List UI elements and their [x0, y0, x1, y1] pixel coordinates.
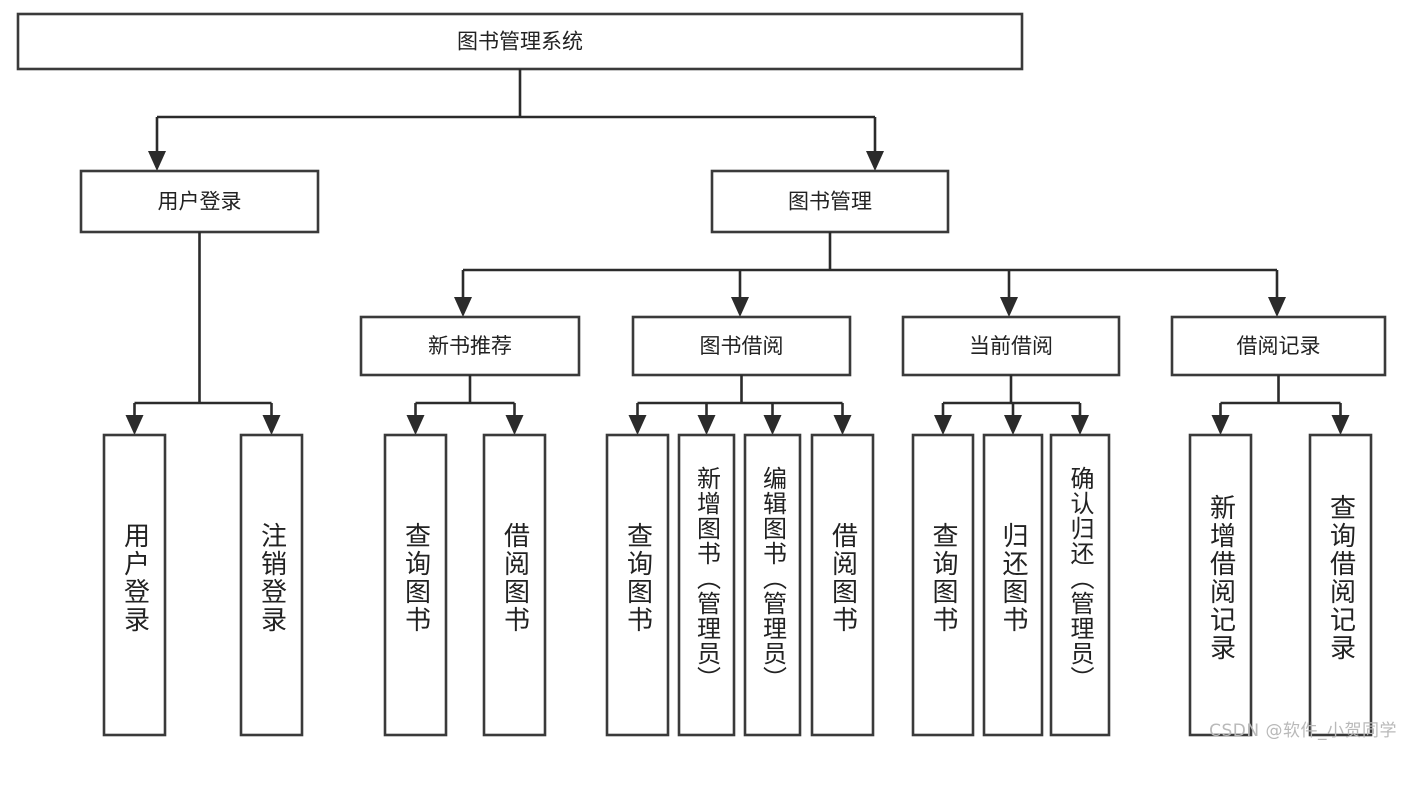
node-leaf-query-book-2-rect	[605, 433, 670, 737]
node-user-login[interactable]: 用户登录	[79, 169, 320, 234]
node-book-manage[interactable]: 图书管理	[710, 169, 950, 234]
node-leaf-query-book-1-rect	[383, 433, 448, 737]
node-leaf-confirm-return-rect	[1049, 433, 1111, 737]
node-leaf-borrow-book-1[interactable]	[482, 433, 547, 737]
arrow-head-icon	[1211, 415, 1230, 435]
node-new-book-recommend[interactable]: 新书推荐	[359, 315, 581, 377]
node-leaf-query-book-3[interactable]	[911, 433, 975, 737]
node-leaf-return-book[interactable]	[982, 433, 1044, 737]
arrow-head-icon	[866, 151, 884, 171]
node-book-borrow[interactable]: 图书借阅	[631, 315, 852, 377]
arrow-head-icon	[262, 415, 281, 435]
node-leaf-query-record-rect	[1308, 433, 1373, 737]
node-leaf-logout[interactable]	[239, 433, 304, 737]
node-borrow-record-label: 借阅记录	[1237, 334, 1321, 358]
node-leaf-edit-book[interactable]	[743, 433, 802, 737]
node-new-book-recommend-rect	[359, 315, 581, 377]
arrow-head-icon	[406, 415, 425, 435]
arrow-head-icon	[1268, 297, 1286, 317]
node-current-borrow-label: 当前借阅	[969, 334, 1053, 358]
arrow-head-icon	[763, 415, 782, 435]
node-leaf-user-login-rect	[102, 433, 167, 737]
node-book-borrow-rect	[631, 315, 852, 377]
arrow-head-icon	[833, 415, 852, 435]
arrow-head-icon	[1000, 297, 1018, 317]
node-book-manage-rect	[710, 169, 950, 234]
node-leaf-confirm-return[interactable]	[1049, 433, 1111, 737]
arrow-head-icon	[731, 297, 749, 317]
node-borrow-record-rect	[1170, 315, 1387, 377]
arrow-head-icon	[125, 415, 144, 435]
arrow-head-icon	[1331, 415, 1350, 435]
arrow-head-icon	[1004, 415, 1022, 435]
node-leaf-edit-book-rect	[743, 433, 802, 737]
node-leaf-query-book-1[interactable]	[383, 433, 448, 737]
arrow-head-icon	[148, 151, 166, 171]
node-leaf-logout-rect	[239, 433, 304, 737]
node-leaf-query-book-2[interactable]	[605, 433, 670, 737]
node-leaf-query-record[interactable]	[1308, 433, 1373, 737]
node-new-book-recommend-label: 新书推荐	[428, 334, 512, 358]
node-current-borrow[interactable]: 当前借阅	[901, 315, 1121, 377]
diagram-canvas: 图书管理系统用户登录图书管理新书推荐图书借阅当前借阅借阅记录 用户登录注销登录查…	[16, 12, 1397, 741]
arrow-head-icon	[697, 415, 716, 435]
node-leaf-add-book[interactable]	[677, 433, 736, 737]
node-current-borrow-rect	[901, 315, 1121, 377]
node-borrow-record[interactable]: 借阅记录	[1170, 315, 1387, 377]
arrow-head-icon	[628, 415, 647, 435]
node-user-login-label: 用户登录	[158, 190, 242, 214]
node-root-rect	[16, 12, 1024, 71]
node-leaf-add-record[interactable]	[1188, 433, 1253, 737]
node-root-label: 图书管理系统	[457, 30, 583, 54]
node-book-manage-label: 图书管理	[788, 190, 872, 214]
node-leaf-query-book-3-rect	[911, 433, 975, 737]
node-root[interactable]: 图书管理系统	[16, 12, 1024, 71]
watermark-text: CSDN @软件_小贺同学	[1209, 721, 1397, 741]
arrow-head-icon	[454, 297, 472, 317]
node-leaf-borrow-book-2-rect	[810, 433, 875, 737]
node-leaf-borrow-book-1-rect	[482, 433, 547, 737]
node-leaf-user-login[interactable]	[102, 433, 167, 737]
node-leaf-return-book-rect	[982, 433, 1044, 737]
node-leaf-add-record-rect	[1188, 433, 1253, 737]
arrow-head-icon	[934, 415, 952, 435]
node-book-borrow-label: 图书借阅	[700, 334, 784, 358]
node-leaf-add-book-rect	[677, 433, 736, 737]
arrow-head-icon	[505, 415, 524, 435]
arrow-head-icon	[1071, 415, 1089, 435]
node-leaf-borrow-book-2[interactable]	[810, 433, 875, 737]
